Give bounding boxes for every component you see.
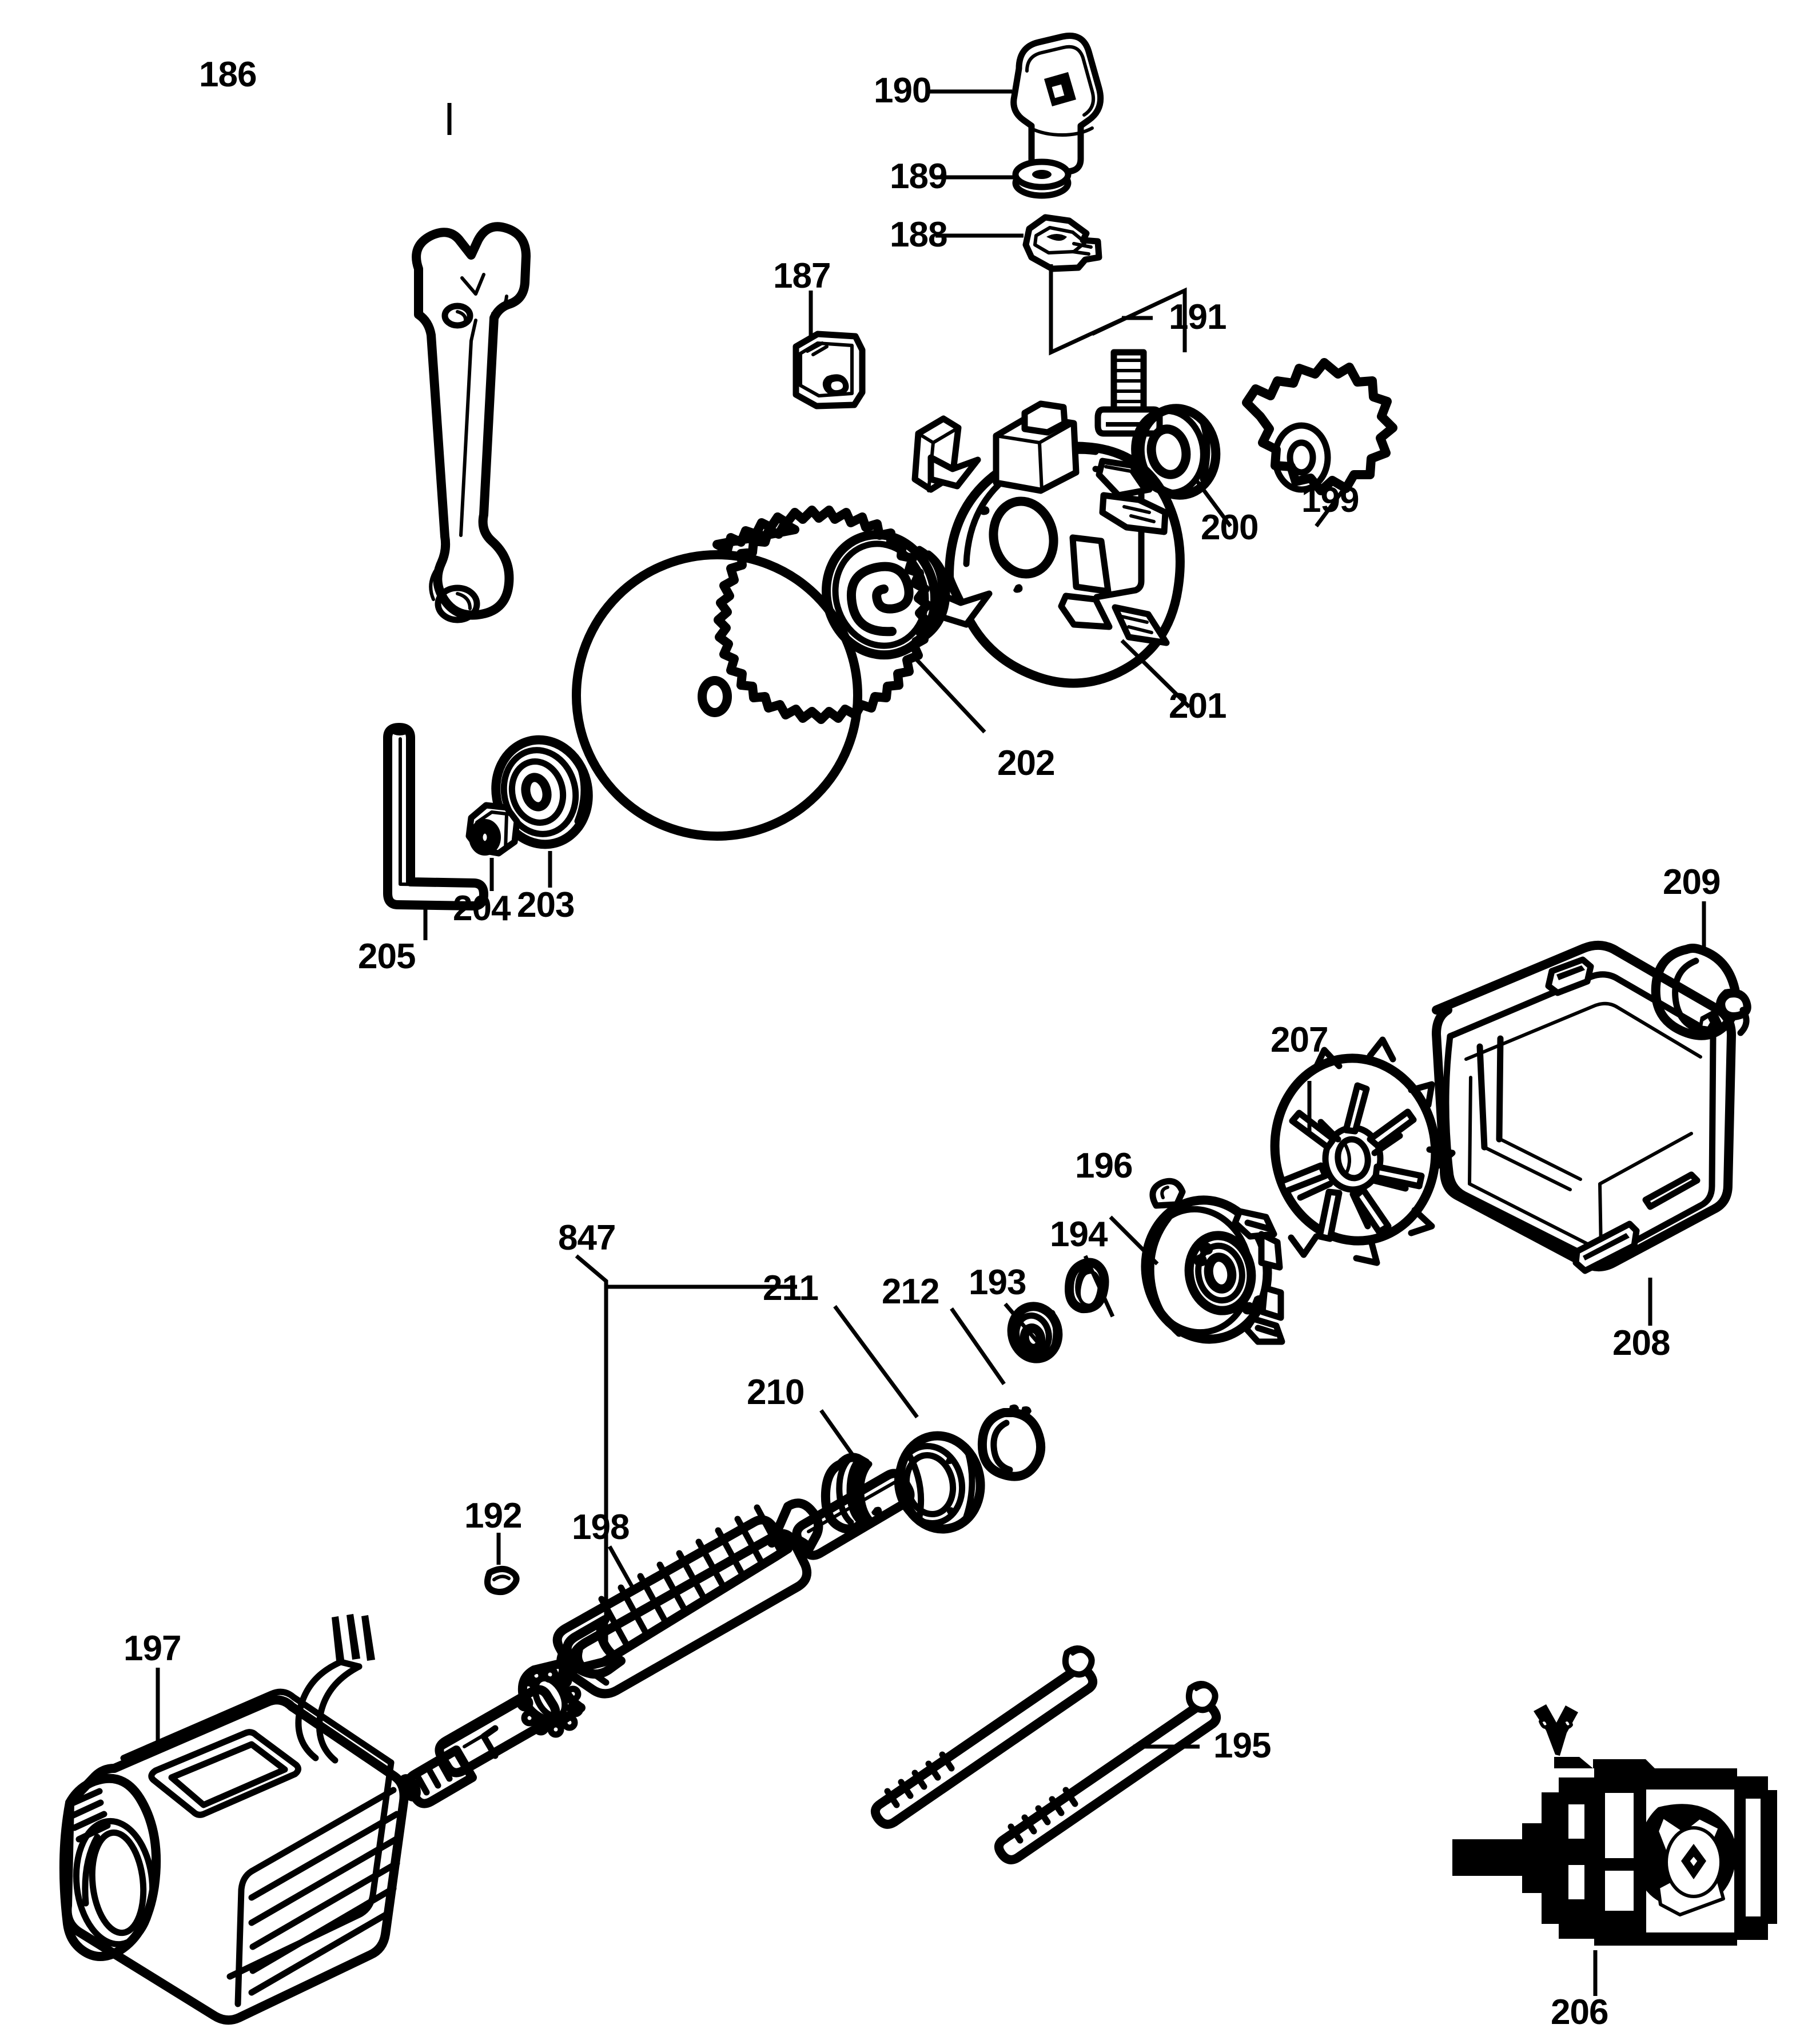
part-label-206[interactable]: 206 bbox=[1551, 1993, 1608, 2032]
part-label-201[interactable]: 201 bbox=[1169, 686, 1226, 726]
part-193-felt-seal bbox=[1007, 1302, 1063, 1363]
part-199-pinion-gear bbox=[1242, 358, 1397, 495]
part-label-203[interactable]: 203 bbox=[517, 885, 575, 925]
part-label-190[interactable]: 190 bbox=[874, 71, 931, 110]
leader-lines bbox=[156, 89, 1706, 1996]
part-208-motor-housing bbox=[1432, 940, 1736, 1274]
part-186-wrench bbox=[412, 222, 531, 623]
part-207-cooling-fan bbox=[1270, 1036, 1456, 1266]
part-label-209[interactable]: 209 bbox=[1663, 862, 1721, 902]
part-label-186[interactable]: 186 bbox=[199, 55, 257, 94]
part-187-brush-cap bbox=[793, 331, 866, 409]
part-label-189[interactable]: 189 bbox=[890, 157, 947, 196]
part-label-210[interactable]: 210 bbox=[747, 1373, 805, 1412]
part-198-armature bbox=[398, 1469, 915, 1808]
part-212-c-clip bbox=[977, 1404, 1046, 1481]
part-209-spring-clip bbox=[1651, 944, 1751, 1040]
part-label-205[interactable]: 205 bbox=[358, 937, 416, 976]
part-195-through-bolts bbox=[870, 1645, 1221, 1864]
part-label-202[interactable]: 202 bbox=[997, 743, 1055, 783]
part-202-spiral-washer bbox=[822, 530, 950, 660]
part-190-knob bbox=[1010, 33, 1104, 175]
part-label-208[interactable]: 208 bbox=[1612, 1323, 1670, 1363]
part-192-woodruff-key bbox=[484, 1566, 520, 1596]
part-label-187[interactable]: 187 bbox=[773, 256, 831, 296]
part-label-188[interactable]: 188 bbox=[890, 215, 947, 254]
part-label-193[interactable]: 193 bbox=[969, 1263, 1026, 1302]
part-188-clamp-plate bbox=[1022, 214, 1102, 272]
part-label-207[interactable]: 207 bbox=[1271, 1020, 1328, 1060]
part-label-194[interactable]: 194 bbox=[1050, 1215, 1108, 1254]
part-201-gear-case bbox=[911, 400, 1185, 688]
part-206-assembled-motor bbox=[1452, 1704, 1777, 1946]
part-label-199[interactable]: 199 bbox=[1301, 480, 1359, 520]
part-label-197[interactable]: 197 bbox=[124, 1629, 181, 1668]
part-label-192[interactable]: 192 bbox=[464, 1496, 522, 1536]
part-204-nut bbox=[465, 802, 520, 857]
part-label-212[interactable]: 212 bbox=[882, 1272, 939, 1311]
part-203-flange bbox=[491, 735, 593, 849]
part-label-211[interactable]: 211 bbox=[763, 1268, 819, 1308]
part-205-hex-key bbox=[383, 723, 488, 910]
part-label-196[interactable]: 196 bbox=[1075, 1146, 1133, 1186]
part-196-end-bell bbox=[1141, 1178, 1285, 1345]
part-189-washer bbox=[1012, 158, 1072, 199]
part-saw-blade bbox=[572, 506, 932, 841]
leader-188-to-191 bbox=[1049, 264, 1187, 356]
part-label-847[interactable]: 847 bbox=[558, 1218, 616, 1258]
part-194-spring-clip bbox=[1065, 1258, 1109, 1314]
part-label-195[interactable]: 195 bbox=[1213, 1726, 1271, 1765]
part-label-204[interactable]: 204 bbox=[453, 889, 511, 928]
part-label-198[interactable]: 198 bbox=[572, 1508, 630, 1547]
part-label-200[interactable]: 200 bbox=[1201, 508, 1259, 547]
part-197-field-stator bbox=[59, 1614, 409, 2025]
part-200-bearing bbox=[1131, 404, 1221, 500]
part-label-191[interactable]: 191 bbox=[1169, 297, 1226, 337]
